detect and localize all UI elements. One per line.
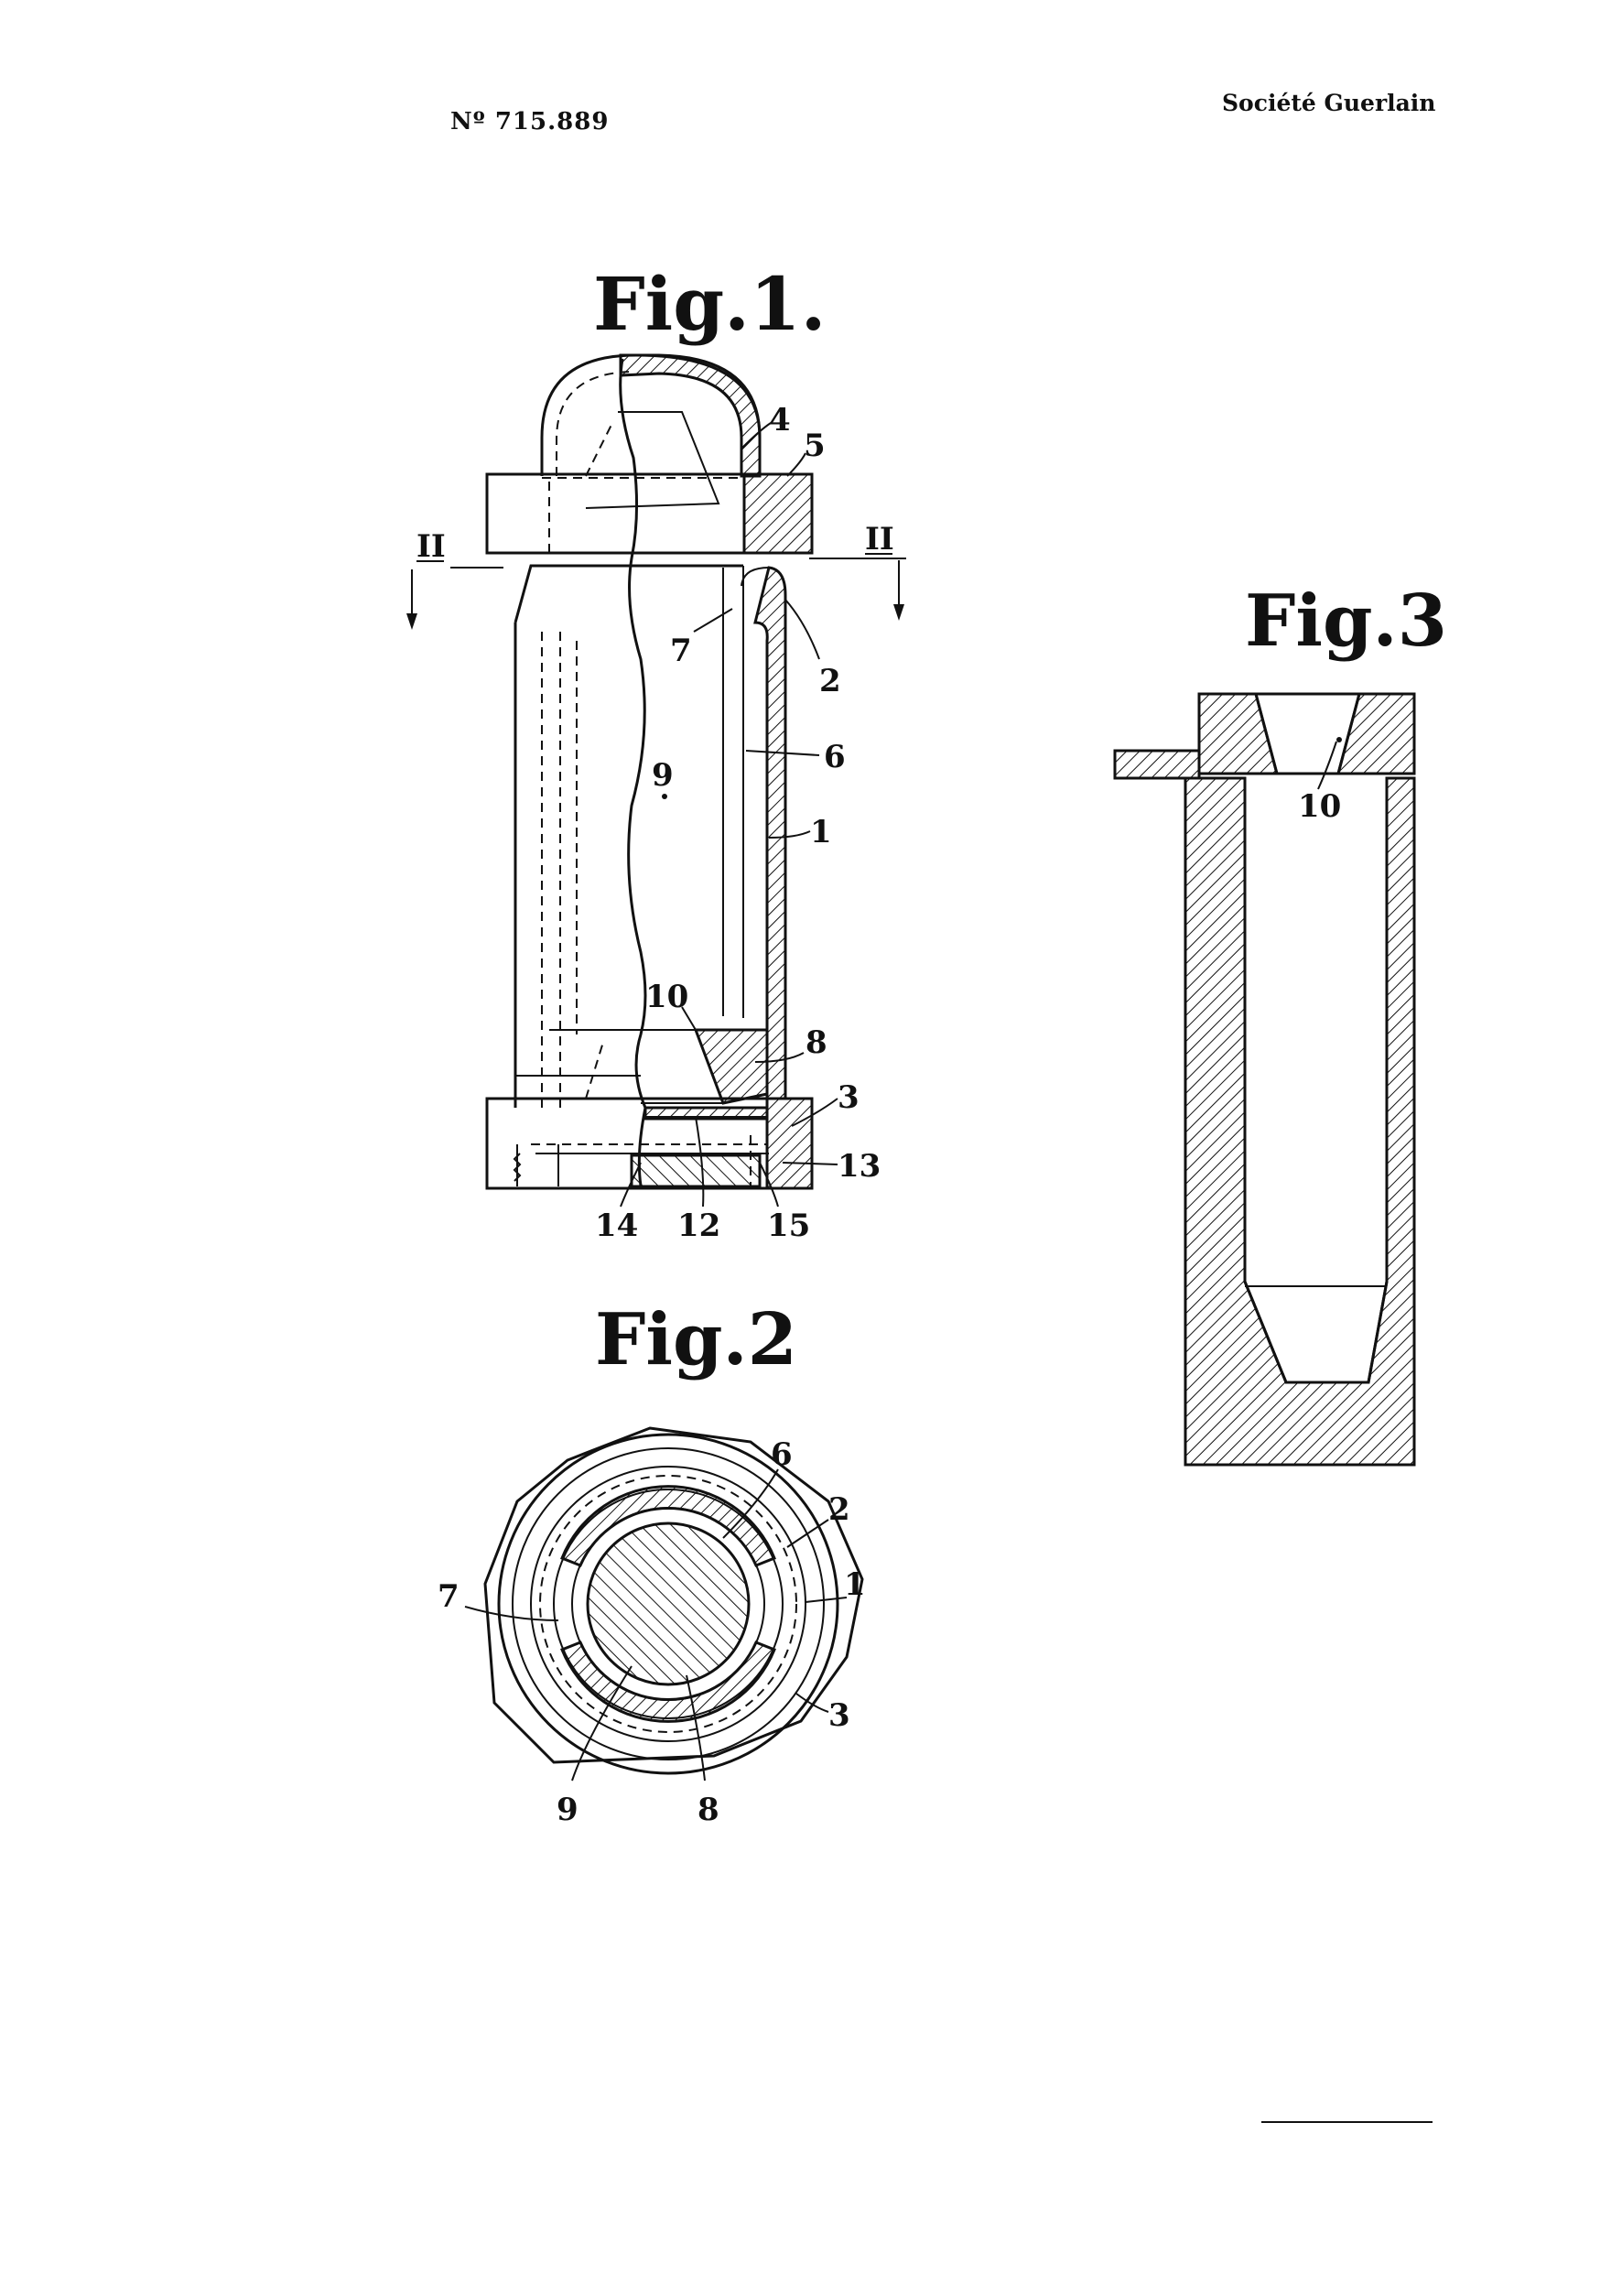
fig2-rings [497,1433,839,1775]
fig2-title: Fig.2 [595,1298,797,1381]
fig2-labels: 6 2 7 1 3 9 8 [438,1436,866,1828]
fig1-label-10: 10 [645,979,688,1015]
figure-1: Fig.1. [406,261,906,1244]
fig1-label-4: 4 [769,402,791,439]
fig1-cap [540,353,762,509]
fig2-label-1: 1 [844,1566,866,1603]
fig2-label-8: 8 [697,1792,719,1828]
fig1-body [514,358,787,1186]
fig1-collar [485,472,814,555]
fig1-labels: 4 5 7 2 6 9 1 10 8 3 13 [595,402,881,1244]
section-line: II II [406,521,906,630]
fig2-label-7: 7 [438,1578,460,1615]
fig2-label-6: 6 [771,1436,793,1473]
fig3-section [1113,692,1416,1467]
applicant-name: Société Guerlain [1222,90,1436,116]
fig3-label-10: 10 [1298,788,1341,825]
fig2-label-3: 3 [828,1697,850,1734]
fig1-label-7: 7 [670,633,692,669]
fig1-label-6: 6 [824,739,846,775]
fig1-label-3: 3 [838,1079,860,1116]
fig1-label-1: 1 [810,814,832,850]
fig1-label-5: 5 [804,428,826,464]
fig3-labels: 10 [1298,737,1342,825]
figure-3: Fig.3 10 [1113,579,1447,1467]
fig2-base-polygon [483,1426,864,1764]
patent-number: Nº 715.889 [450,108,610,135]
fig2-label-9: 9 [557,1792,579,1828]
fig2-label-2: 2 [828,1491,850,1528]
fig1-label-12: 12 [677,1208,720,1244]
figure-2: Fig.2 6 2 7 [438,1298,866,1828]
fig1-label-13: 13 [838,1148,881,1185]
fig1-label-14: 14 [595,1208,638,1244]
fig1-base [485,1097,814,1190]
fig1-label-2: 2 [819,663,841,699]
fig3-title: Fig.3 [1245,579,1447,663]
fig1-label-15: 15 [767,1208,810,1244]
fig1-label-9: 9 [652,757,674,794]
section-mark-right: II [865,521,894,558]
fig1-label-8: 8 [806,1024,827,1061]
section-mark-left: II [416,528,446,565]
fig1-title: Fig.1. [593,261,827,347]
